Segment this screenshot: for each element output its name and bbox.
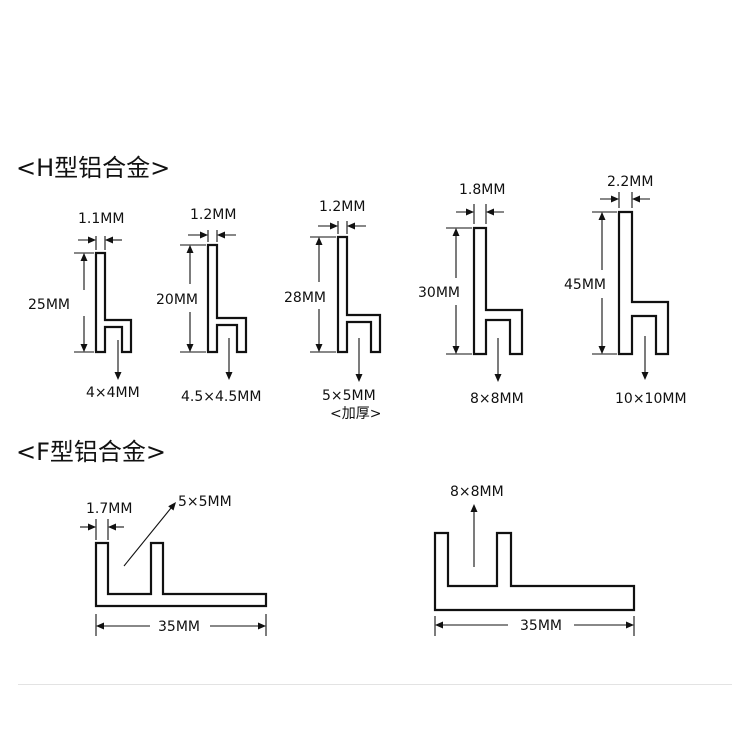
h-profile-1-slot: 4×4MM xyxy=(86,385,140,401)
h-profile-4-slot: 8×8MM xyxy=(470,391,524,407)
h-profile-3: 1.2MM 28MM 5×5MM <加厚> xyxy=(284,199,381,422)
h-profile-1-height: 25MM xyxy=(28,297,70,313)
h-profile-2-height: 20MM xyxy=(156,292,198,308)
h-profile-2-thickness: 1.2MM xyxy=(190,207,236,223)
f-profile-1-width: 35MM xyxy=(158,619,200,635)
h-profile-2: 1.2MM 20MM 4.5×4.5MM xyxy=(156,207,261,405)
h-profile-3-shape xyxy=(336,235,382,354)
f-profile-2: 8×8MM 35MM xyxy=(433,484,636,636)
h-section-title: <H型铝合金> xyxy=(16,154,170,182)
f-profile-1-thickness: 1.7MM xyxy=(86,501,132,517)
footer-divider xyxy=(18,684,732,685)
h-profile-4-thickness: 1.8MM xyxy=(459,182,505,198)
h-profile-2-shape xyxy=(206,243,248,354)
h-profile-5: 2.2MM 45MM 10×10MM xyxy=(564,174,687,407)
f-profile-1: 1.7MM 5×5MM 35MM xyxy=(80,494,268,636)
f-profile-2-slot: 8×8MM xyxy=(450,484,504,500)
f-section-title: <F型铝合金> xyxy=(16,438,166,466)
h-profile-3-height: 28MM xyxy=(284,290,326,306)
h-profile-1-thickness: 1.1MM xyxy=(78,211,124,227)
f-profile-1-shape xyxy=(94,541,268,608)
h-profile-1: 1.1MM 25MM 4×4MM xyxy=(28,211,140,401)
h-profile-2-slot: 4.5×4.5MM xyxy=(181,389,261,405)
h-profile-5-thickness: 2.2MM xyxy=(607,174,653,190)
f-profile-2-width: 35MM xyxy=(520,618,562,634)
h-profile-3-slot: 5×5MM xyxy=(322,388,376,404)
h-profile-4-height: 30MM xyxy=(418,285,460,301)
h-profile-3-thickness: 1.2MM xyxy=(319,199,365,215)
h-profile-5-height: 45MM xyxy=(564,277,606,293)
f-profile-2-shape xyxy=(433,531,636,612)
h-profile-1-shape xyxy=(94,251,133,354)
f-profile-1-slot: 5×5MM xyxy=(178,494,232,510)
h-profile-4-shape xyxy=(472,226,524,356)
h-profile-4: 1.8MM 30MM 8×8MM xyxy=(418,182,524,407)
h-profile-5-slot: 10×10MM xyxy=(615,391,687,407)
h-profile-5-shape xyxy=(617,210,670,356)
h-profile-3-note: <加厚> xyxy=(330,406,381,422)
